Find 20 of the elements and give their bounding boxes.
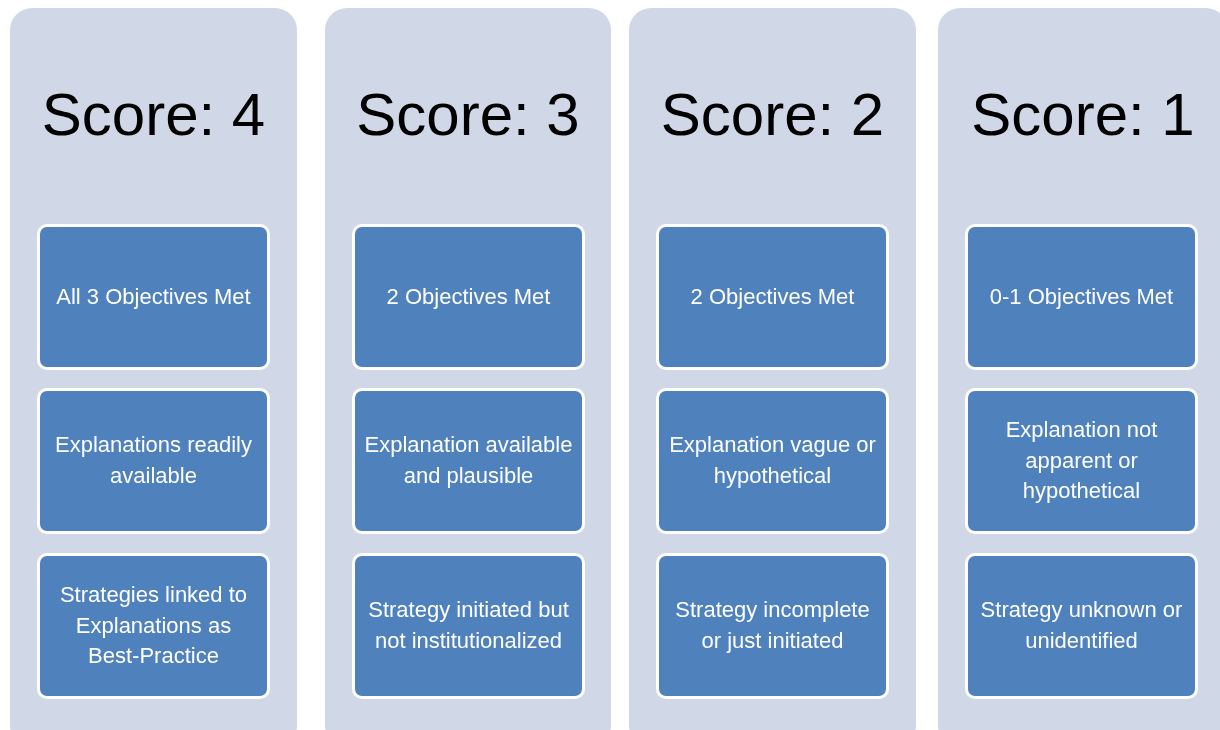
column-panel xyxy=(938,8,1220,730)
criterion-box: 0-1 Objectives Met xyxy=(965,224,1198,370)
criterion-box: Explanation available and plausible xyxy=(352,388,585,534)
criterion-box: Strategy unknown or unidentified xyxy=(965,553,1198,699)
criterion-box: 2 Objectives Met xyxy=(656,224,889,370)
column-panel xyxy=(325,8,611,730)
criterion-box: All 3 Objectives Met xyxy=(37,224,270,370)
criterion-box: 2 Objectives Met xyxy=(352,224,585,370)
column-panel xyxy=(10,8,297,730)
criterion-box: Explanation not apparent or hypothetical xyxy=(965,388,1198,534)
score-heading: Score: 3 xyxy=(355,80,581,149)
criterion-box: Strategy incomplete or just initiated xyxy=(656,553,889,699)
score-heading: Score: 1 xyxy=(970,80,1196,149)
criterion-box: Strategies linked to Explanations as Best-Practice xyxy=(37,553,270,699)
score-heading: Score: 4 xyxy=(40,80,267,149)
score-heading: Score: 2 xyxy=(659,80,886,149)
column-panel xyxy=(629,8,916,730)
criterion-box: Explanations readily available xyxy=(37,388,270,534)
criterion-box: Explanation vague or hypothetical xyxy=(656,388,889,534)
criterion-box: Strategy initiated but not institutionalized xyxy=(352,553,585,699)
